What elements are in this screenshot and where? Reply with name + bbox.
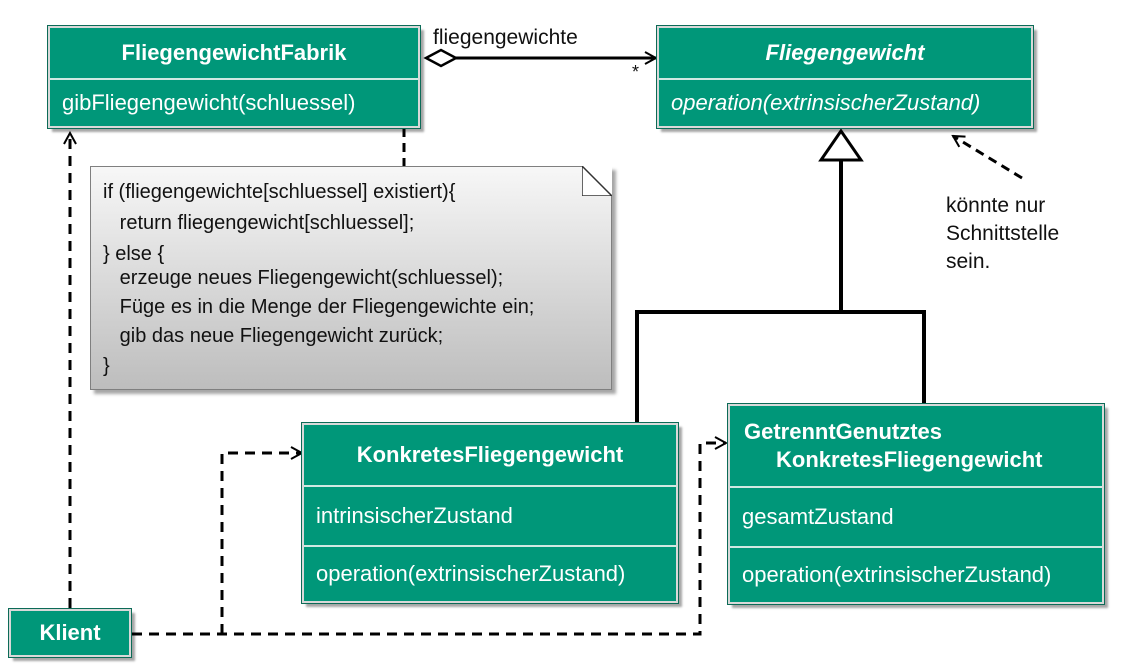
class-name: GetrenntGenutztes KonkretesFliegengewich… (730, 406, 1102, 486)
class-getrennt-genutztes-konkretes-fliegengewicht[interactable]: GetrenntGenutztes KonkretesFliegengewich… (727, 403, 1105, 605)
class-name-line2: KonkretesFliegengewicht (776, 447, 1043, 472)
class-name-line1: GetrenntGenutztes (744, 419, 943, 444)
interface-note-line-3: sein. (946, 250, 991, 273)
code-line-1: if (fliegengewichte[schluessel] existier… (103, 181, 456, 203)
interface-note-line-2: Schnittstelle (946, 222, 1060, 245)
code-line-3: } else { (103, 243, 165, 265)
code-line-7: } (103, 355, 110, 377)
class-name: Klient (39, 620, 101, 645)
interface-note-arrow (953, 134, 1023, 180)
code-line-5: Füge es in die Menge der Fliegengewichte… (103, 296, 535, 318)
association-multiplicity: * (632, 62, 640, 82)
class-konkretes-fliegengewicht[interactable]: KonkretesFliegengewicht intrinsischerZus… (301, 422, 679, 604)
attribute-intrinsischer-zustand: intrinsischerZustand (304, 485, 676, 545)
class-name: KonkretesFliegengewicht (356, 442, 624, 467)
method-operation: operation(extrinsischerZustand) (659, 78, 1031, 126)
aggregation-diamond (423, 48, 459, 68)
method-operation: operation(extrinsischerZustand) (730, 546, 1102, 602)
interface-note: könnte nur Schnittstelle sein. (946, 192, 1059, 276)
code-note: if (fliegengewichte[schluessel] existier… (90, 166, 612, 390)
method-gib-fliegengewicht: gibFliegengewicht(schluessel) (50, 78, 418, 126)
aggregation-association (423, 48, 656, 68)
class-fliegengewicht-fabrik[interactable]: FliegengewichtFabrik gibFliegengewicht(s… (47, 25, 421, 129)
code-line-2: return fliegengewicht[schluessel]; (103, 212, 415, 234)
class-name: FliegengewichtFabrik (121, 40, 347, 65)
interface-note-line-1: könnte nur (946, 194, 1046, 217)
note-fold-corner (582, 166, 612, 196)
method-operation: operation(extrinsischerZustand) (304, 545, 676, 601)
class-fliegengewicht[interactable]: Fliegengewicht operation(extrinsischerZu… (656, 25, 1034, 129)
code-line-6: gib das neue Fliegengewicht zurück; (103, 325, 444, 347)
class-name: Fliegengewicht (765, 40, 925, 65)
client-dependencies (70, 133, 726, 636)
generalization-tree (635, 128, 926, 423)
class-klient[interactable]: Klient (8, 608, 132, 658)
code-line-4: erzeuge neues Fliegengewicht(schluessel)… (103, 267, 504, 289)
association-role-label: fliegengewichte (433, 26, 578, 49)
attribute-gesamt-zustand: gesamtZustand (730, 486, 1102, 546)
generalization-triangle (818, 128, 864, 162)
